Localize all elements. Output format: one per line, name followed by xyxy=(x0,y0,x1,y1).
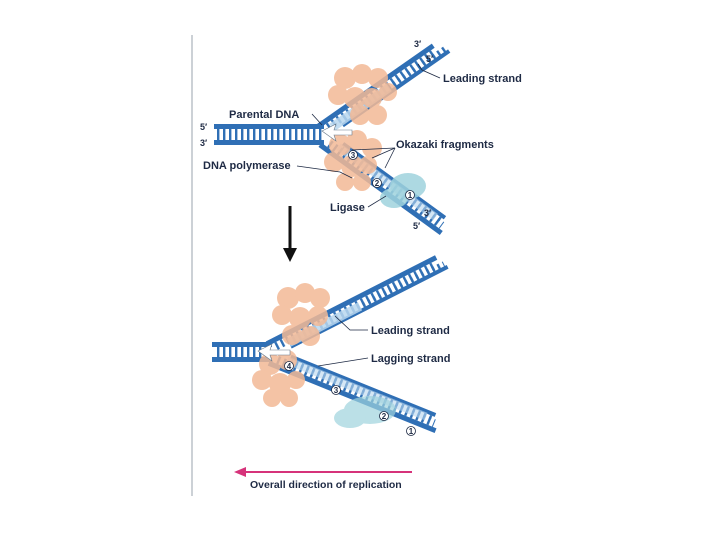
label-okazaki-fragments: Okazaki fragments xyxy=(396,139,494,151)
polymerase-top xyxy=(328,64,397,125)
bottom-panel: 4 3 2 1 Leading strand Lagging strand xyxy=(212,255,450,436)
parental-duplex-bottom xyxy=(212,342,272,362)
ligase-shape xyxy=(380,173,426,208)
fragment-number: 4 xyxy=(287,362,292,371)
fragment-number: 1 xyxy=(409,427,414,436)
top-panel: 3 2 1 3′ 5′ 5′ 3′ 3′ 5′ Leading strand P… xyxy=(200,39,522,236)
label-ligase: Ligase xyxy=(330,202,365,214)
end-label-top-3: 3′ xyxy=(414,39,421,49)
end-label-parental-5: 5′ xyxy=(200,122,207,132)
fragment-numbers-bottom: 4 3 2 1 xyxy=(284,361,416,436)
end-label-top-5: 5′ xyxy=(426,54,433,64)
parental-duplex xyxy=(214,124,324,145)
fork-arrow-top xyxy=(321,123,353,142)
ligase-shape-bottom xyxy=(334,396,396,428)
label-leading-strand-top: Leading strand xyxy=(443,73,522,85)
label-dna-polymerase: DNA polymerase xyxy=(203,160,291,172)
end-label-lower-5: 5′ xyxy=(413,221,420,231)
fork-arrow-bottom xyxy=(257,343,291,362)
label-parental-dna: Parental DNA xyxy=(229,109,299,121)
label-overall-direction: Overall direction of replication xyxy=(250,479,402,491)
overall-direction: Overall direction of replication xyxy=(234,467,412,491)
transition-arrow xyxy=(283,206,297,262)
leader-lines-bottom xyxy=(317,315,369,367)
label-lagging-strand: Lagging strand xyxy=(371,353,450,365)
end-label-parental-3: 3′ xyxy=(200,138,207,148)
end-label-lower-3: 3′ xyxy=(424,208,431,218)
direction-arrow-head xyxy=(234,467,246,477)
fragment-number: 2 xyxy=(375,179,380,188)
fragment-numbers-top: 3 2 1 xyxy=(348,150,415,200)
leader-lines-top xyxy=(296,63,441,208)
fragment-number: 3 xyxy=(351,151,356,160)
fragment-number: 3 xyxy=(334,386,339,395)
polymerase-bottom-top xyxy=(272,283,330,346)
label-leading-strand-bottom: Leading strand xyxy=(371,325,450,337)
fragment-number: 1 xyxy=(408,191,413,200)
fragment-number: 2 xyxy=(382,412,387,421)
